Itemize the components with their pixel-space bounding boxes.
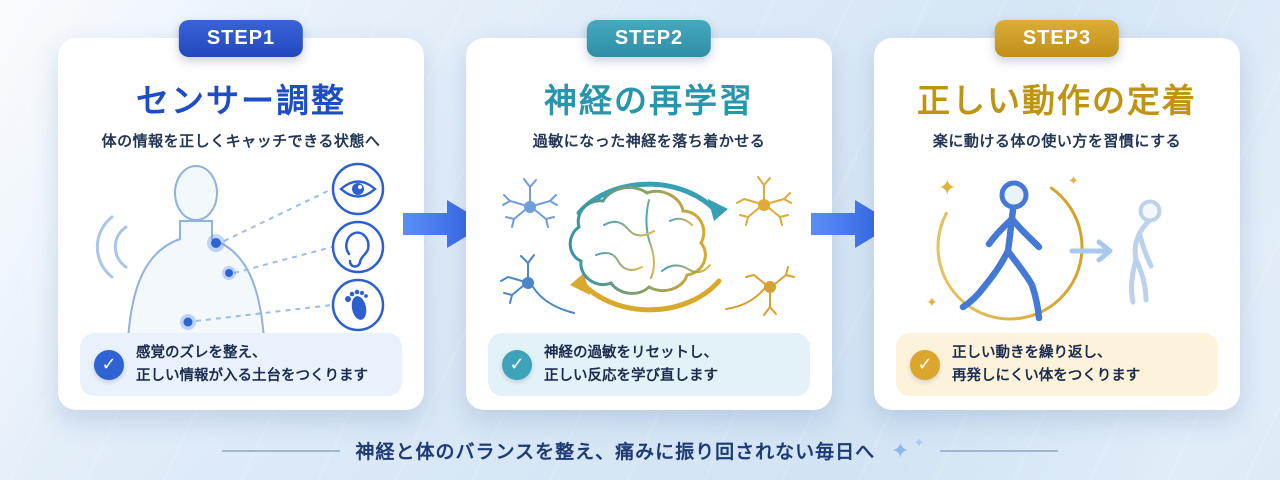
hunched-person-icon [1129,199,1162,304]
steps-row: STEP1 センサー調整 体の情報を正しくキャッチできる状態へ [58,20,1240,410]
walking-illustration: ✦ ✦ ✦ [874,153,1240,341]
foot-icon [331,278,385,331]
step2-check-text: 神経の過敏をリセットし、 正しい反応を学び直します [544,345,718,384]
neuron-blue-icon [502,177,558,228]
sparkle-icon: ✦ [891,437,910,463]
check-icon: ✓ [502,349,532,380]
step3-title: 正しい動作の定着 [917,82,1197,119]
eye-icon [331,162,385,215]
check-icon: ✓ [910,349,940,380]
brain-neurons-svg [500,175,795,316]
ear-icon [331,220,385,273]
svg-text:✦: ✦ [926,295,938,311]
sparkle-icon: ✦ [913,435,925,450]
signal-arcs-icon [95,215,128,278]
step1-title: センサー調整 [136,82,346,119]
connector-lines [195,187,333,322]
step2-subtitle: 過敏になった神経を落ち着かせる [532,133,766,150]
footer-line-left [221,449,340,452]
step-arrow-1 [403,38,487,410]
human-torso-icon [126,164,266,340]
neuron-gold-icon [725,265,795,316]
body-sensors-illustration [58,153,424,341]
check-icon: ✓ [94,349,124,380]
step-card-2: STEP2 神経の再学習 過敏になった神経を落ち着かせる [466,20,832,410]
step3-check-pill: ✓ 正しい動きを繰り返し、 再発しにくい体をつくります [896,333,1218,396]
step3-subtitle: 楽に動ける体の使い方を習慣にする [932,133,1182,150]
step-arrow-2 [811,38,895,410]
sensor-dots [180,233,236,330]
neuron-gold-icon [736,175,792,226]
step-card-3: STEP3 正しい動作の定着 楽に動ける体の使い方を習慣にする ✦ ✦ [874,20,1240,410]
small-arrow-icon [1069,239,1113,262]
neuron-blue-icon [500,253,575,314]
step1-badge: STEP1 [178,20,304,57]
svg-text:✦: ✦ [938,176,956,201]
footer-tagline: 神経と体のバランスを整え、痛みに振り回されない毎日へ ✦ ✦ [0,435,1280,464]
step1-check-text: 感覚のズレを整え、 正しい情報が入る土台をつくります [136,345,368,384]
step-card-1: STEP1 センサー調整 体の情報を正しくキャッチできる状態へ [58,20,424,410]
step2-badge: STEP2 [586,20,712,57]
step2-title: 神経の再学習 [544,82,754,119]
svg-text:✦: ✦ [1068,174,1079,189]
footer-text: 神経と体のバランスを整え、痛みに振り回されない毎日へ [355,442,876,463]
sparkle-icon: ✦ ✦ ✦ [926,174,1079,311]
body-sensors-svg [95,162,385,340]
step2-check-pill: ✓ 神経の過敏をリセットし、 正しい反応を学び直します [488,333,810,396]
step3-badge: STEP3 [994,20,1120,57]
walking-person-icon [959,180,1043,321]
brain-neurons-illustration [466,153,832,341]
walking-svg: ✦ ✦ ✦ [926,173,1162,321]
brain-icon [568,185,711,295]
step3-check-text: 正しい動きを繰り返し、 再発しにくい体をつくります [952,345,1141,384]
footer-line-right [940,449,1059,452]
step1-check-pill: ✓ 感覚のズレを整え、 正しい情報が入る土台をつくります [80,333,402,396]
step1-subtitle: 体の情報を正しくキャッチできる状態へ [101,133,381,150]
